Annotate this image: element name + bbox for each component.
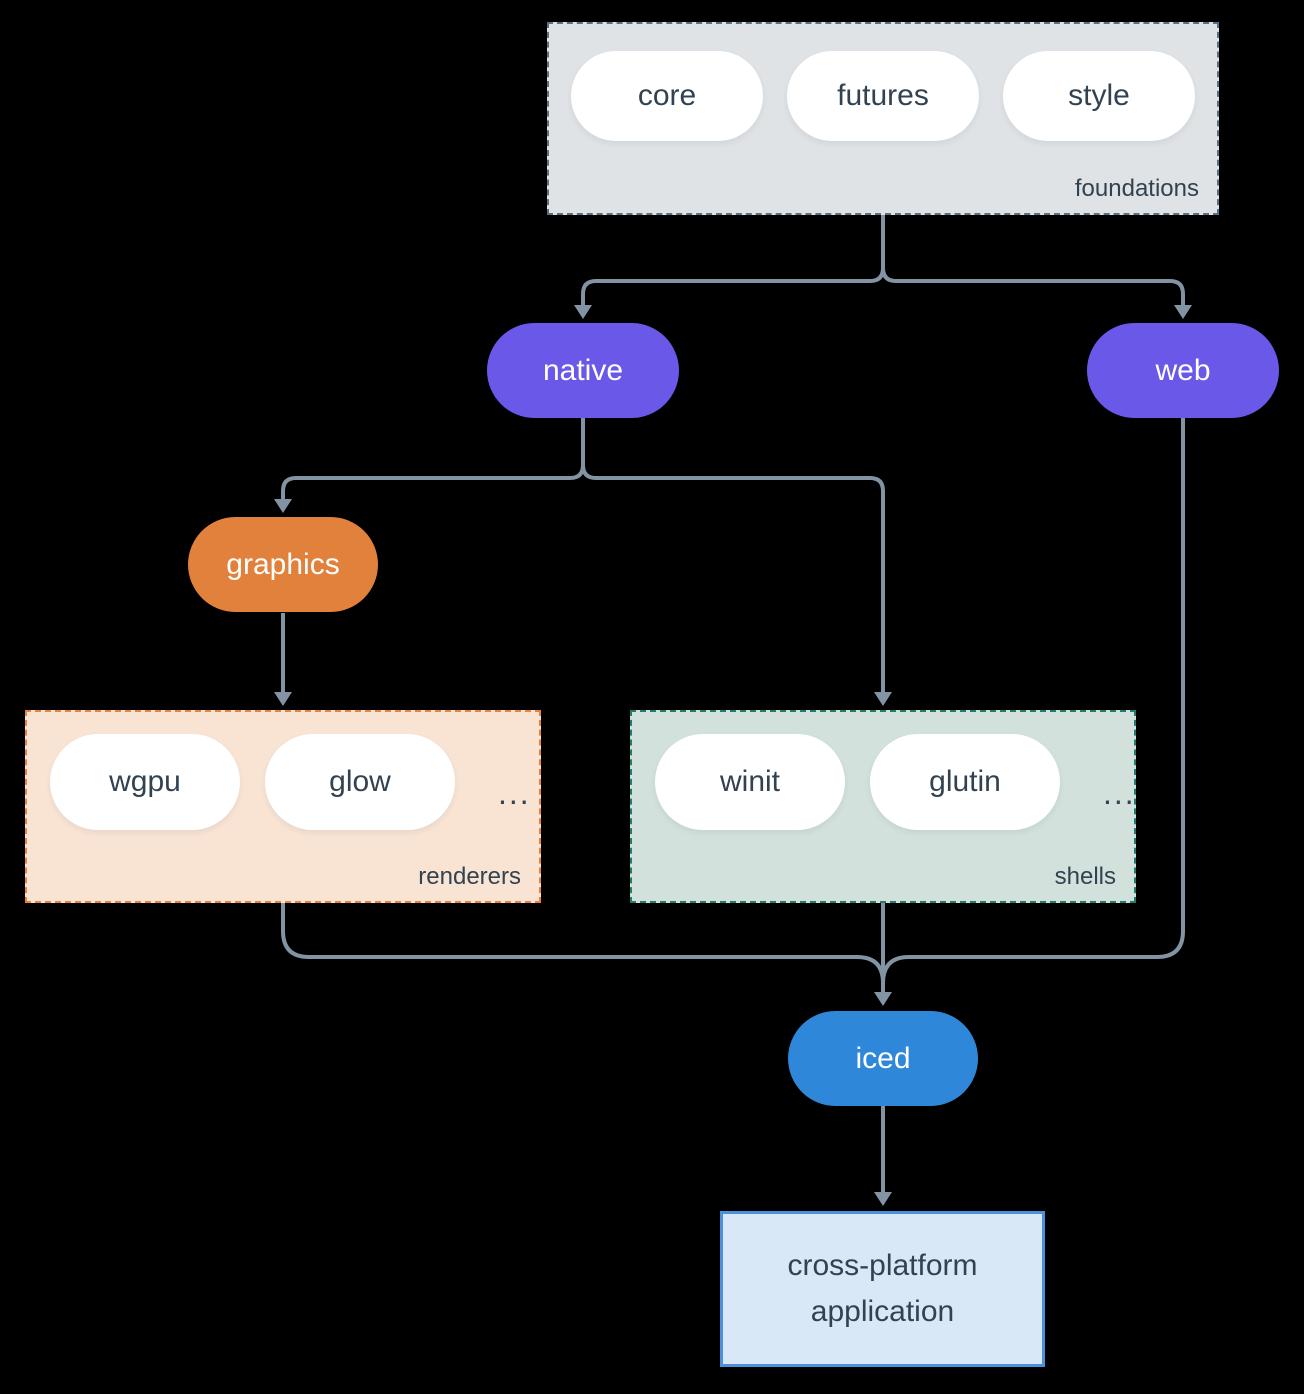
- node-glutin: glutin: [870, 734, 1060, 830]
- group-shells: winit glutin ... shells: [630, 710, 1136, 903]
- node-wgpu: wgpu: [50, 734, 240, 830]
- node-graphics: graphics: [188, 517, 378, 612]
- shells-group-label: shells: [1054, 863, 1116, 890]
- edge-foundations-native: [581, 215, 885, 305]
- application-label-line1: cross-platform: [787, 1249, 978, 1282]
- shells-ellipsis: ...: [1103, 774, 1136, 811]
- renderers-group-label: renderers: [418, 863, 521, 890]
- edge-native-graphics: [281, 418, 585, 499]
- foundations-pill-row: core futures style: [549, 24, 1217, 141]
- application-label-line2: application: [810, 1295, 955, 1328]
- group-renderers: wgpu glow ... renderers: [25, 710, 541, 903]
- renderers-ellipsis: ...: [498, 774, 531, 811]
- edge-native-shells: [581, 418, 885, 692]
- arrowhead-icon: [274, 692, 292, 706]
- node-winit: winit: [655, 734, 845, 830]
- node-cross-platform-application: cross-platform application: [720, 1211, 1045, 1367]
- shells-pill-row: winit glutin ...: [632, 712, 1134, 830]
- node-glow: glow: [265, 734, 455, 830]
- node-web: web: [1087, 323, 1279, 418]
- group-foundations: core futures style foundations: [547, 22, 1219, 215]
- node-futures: futures: [787, 51, 979, 141]
- arrowhead-icon: [574, 305, 592, 319]
- foundations-group-label: foundations: [1074, 175, 1199, 202]
- node-core: core: [571, 51, 763, 141]
- edge-renderers-merge: [281, 903, 885, 984]
- arrowhead-icon: [874, 692, 892, 706]
- arrowhead-icon: [874, 1192, 892, 1206]
- arrowhead-icon: [274, 499, 292, 513]
- edge-web-merge: [881, 418, 1185, 984]
- node-style: style: [1003, 51, 1195, 141]
- arrowhead-icon: [874, 992, 892, 1006]
- node-native: native: [487, 323, 679, 418]
- renderers-pill-row: wgpu glow ...: [27, 712, 539, 830]
- edge-foundations-web: [881, 215, 1185, 305]
- arrowhead-icon: [1174, 305, 1192, 319]
- node-iced: iced: [788, 1011, 978, 1106]
